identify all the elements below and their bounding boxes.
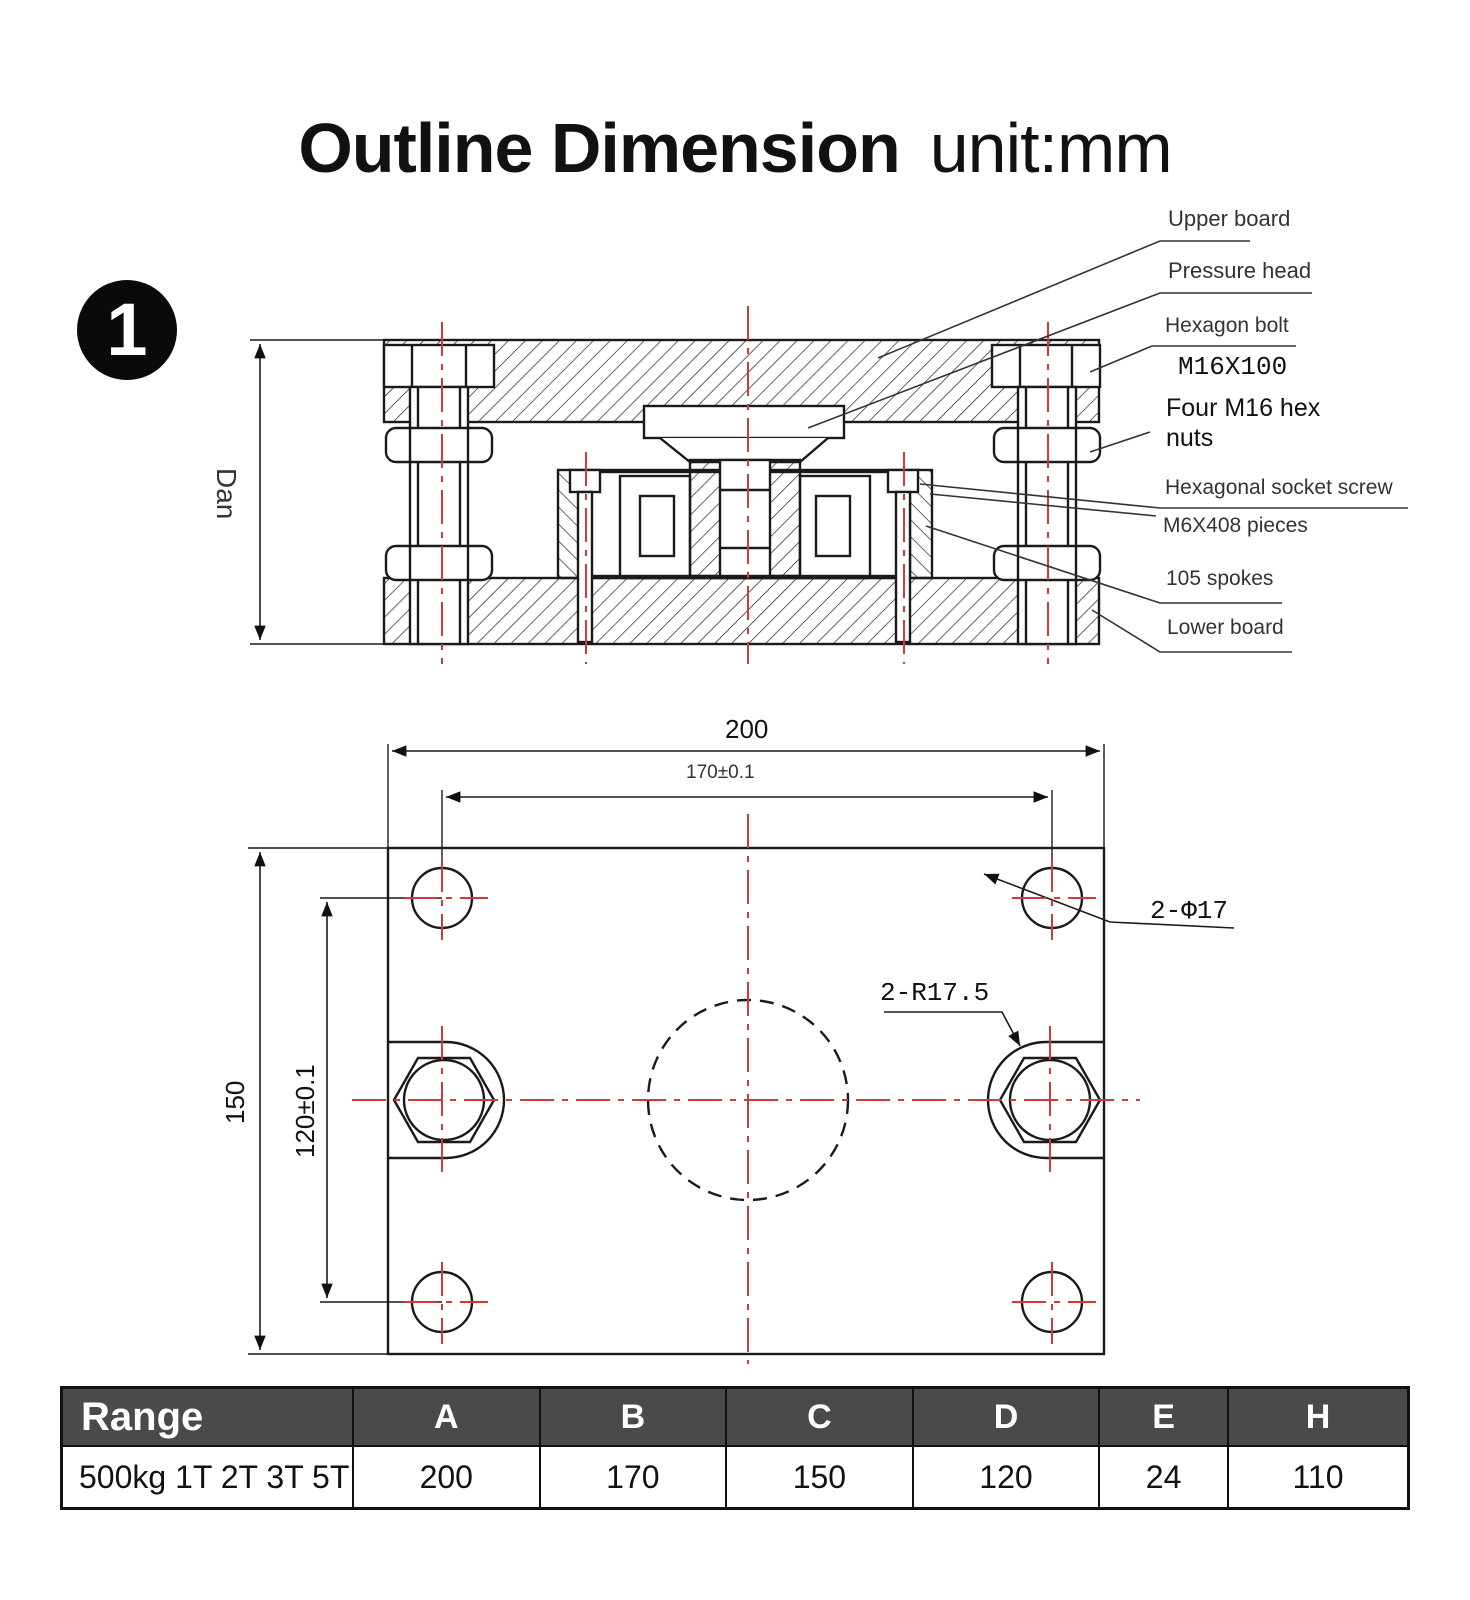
callout-spokes: 105 spokes	[1166, 567, 1273, 590]
section-view	[250, 338, 1102, 646]
callout-upper-board: Upper board	[1168, 206, 1290, 231]
cell-e: 24	[1098, 1445, 1229, 1510]
height-label: Dan	[211, 468, 242, 519]
cell-a: 200	[352, 1445, 541, 1510]
callout-lower-board: Lower board	[1167, 616, 1284, 639]
section-centerlines	[441, 306, 1049, 664]
plan-centerlines	[352, 814, 1140, 1364]
title-main: Outline Dimension	[298, 109, 900, 187]
left-upper-nut	[384, 426, 494, 464]
cell-b: 170	[538, 1445, 728, 1510]
dim-overall-height: 150	[220, 1081, 250, 1124]
header-e: E	[1098, 1386, 1229, 1447]
title-unit: unit:mm	[929, 109, 1173, 187]
left-slot	[388, 1040, 506, 1160]
header-a: A	[352, 1386, 541, 1447]
cell-d: 120	[911, 1445, 1101, 1510]
header-d: D	[911, 1386, 1101, 1447]
callout-hole-diameter: 2-Φ17	[1150, 896, 1228, 926]
header-h: H	[1226, 1386, 1410, 1447]
callout-socket-screw: Hexagonal socket screw	[1165, 476, 1393, 499]
dim-hole-spacing: 170±0.1	[686, 762, 755, 783]
callout-hex-nuts-line2: nuts	[1166, 424, 1213, 452]
dim-overall-width: 200	[725, 714, 768, 744]
table-row: 500kg 1T 2T 3T 5T 200 170 150 120 24 110	[60, 1445, 1410, 1510]
left-bolt-head	[382, 343, 496, 389]
cell-h: 110	[1226, 1445, 1410, 1510]
callout-slot-radius: 2-R17.5	[880, 978, 989, 1008]
spec-table-header: Range A B C D E H	[60, 1386, 1410, 1447]
cell-c: 150	[725, 1445, 914, 1510]
callout-leaders	[807, 240, 1408, 653]
dim-hole-pitch: 120±0.1	[290, 1064, 320, 1158]
header-range: Range	[60, 1386, 354, 1447]
callout-bolt-size: M16X100	[1178, 352, 1287, 382]
spec-table: Range A B C D E H 500kg 1T 2T 3T 5T 200 …	[60, 1386, 1410, 1510]
pressure-head	[642, 404, 846, 440]
lower-board	[382, 576, 1101, 646]
cell-range: 500kg 1T 2T 3T 5T	[60, 1445, 354, 1510]
header-c: C	[725, 1386, 914, 1447]
callout-hexagon-bolt: Hexagon bolt	[1165, 314, 1289, 337]
page-title: Outline Dimension unit:mm	[0, 108, 1470, 188]
callout-hex-nuts-line1: Four M16 hex	[1166, 394, 1321, 422]
left-lower-nut	[384, 544, 494, 582]
figure-number-badge: 1	[77, 280, 177, 380]
plan-view	[248, 744, 1235, 1356]
callout-socket-screw-spec: M6X408 pieces	[1163, 514, 1308, 537]
callout-pressure-head: Pressure head	[1168, 258, 1311, 283]
right-bolt-head	[990, 343, 1102, 389]
header-b: B	[538, 1386, 728, 1447]
